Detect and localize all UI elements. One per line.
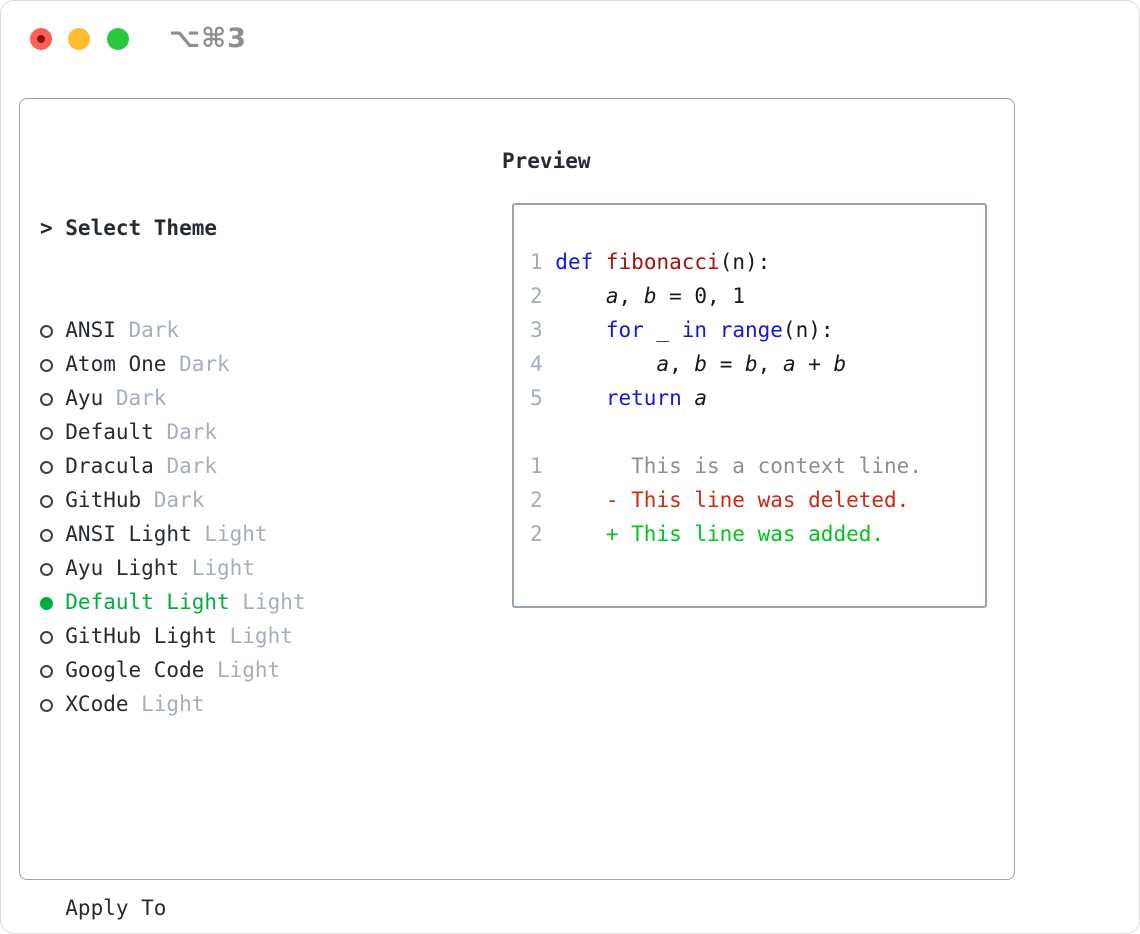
theme-name: Dracula (65, 454, 154, 478)
diff-text: This is a context line. (542, 454, 922, 478)
theme-variant: Dark (103, 386, 167, 410)
code-block: 1 def fibonacci(n): 2 a, b = 0, 1 3 for _ … (514, 245, 985, 551)
theme-variant: Light (128, 692, 205, 716)
theme-name: GitHub Light (65, 624, 217, 648)
theme-name: Default (65, 420, 154, 444)
radio-icon (40, 563, 53, 576)
keyboard-shortcut-label: ⌥⌘3 (169, 23, 247, 54)
theme-option-github[interactable]: GitHub Dark (40, 483, 394, 517)
line-number: 1 (530, 454, 543, 478)
line-number: 3 (530, 318, 556, 342)
radio-icon (40, 529, 53, 542)
theme-option-google-code[interactable]: Google Code Light (40, 653, 394, 687)
theme-variant: Light (191, 522, 268, 546)
radio-icon (40, 699, 53, 712)
radio-icon (40, 427, 53, 440)
theme-variant: Dark (166, 352, 230, 376)
line-number: 2 (530, 522, 543, 546)
code-line: 2 a, b = 0, 1 (530, 284, 745, 308)
code-line: 1 def fibonacci(n): (530, 250, 771, 274)
code-line: 4 a, b = b, a + b (530, 352, 847, 376)
code-line: 3 for _ in range(n): (530, 318, 834, 342)
theme-option-ansi[interactable]: ANSI Dark (40, 313, 394, 347)
radio-icon (40, 461, 53, 474)
spacer (40, 789, 394, 823)
theme-variant: Light (179, 556, 255, 580)
radio-icon (40, 393, 53, 406)
spacer (530, 415, 985, 449)
radio-icon (40, 325, 53, 338)
theme-name: Google Code (65, 658, 205, 682)
theme-option-ayu-light[interactable]: Ayu Light Light (40, 551, 394, 585)
theme-variant: Dark (153, 420, 218, 444)
theme-name: Atom One (65, 352, 167, 376)
theme-name: ANSI (65, 318, 116, 342)
theme-variant: Light (217, 624, 293, 648)
radio-icon (40, 631, 53, 644)
radio-icon (40, 359, 53, 372)
close-dot-icon (37, 35, 45, 43)
preview-title: Preview (502, 149, 591, 173)
minimize-button[interactable] (68, 28, 90, 50)
line-number: 1 (530, 250, 556, 274)
theme-option-xcode[interactable]: XCode Light (40, 687, 394, 721)
code-line: 5 return a (530, 386, 708, 410)
theme-name: ANSI Light (65, 522, 192, 546)
theme-option-default[interactable]: Default Dark (40, 415, 394, 449)
line-number: 2 (530, 488, 543, 512)
theme-option-default-light[interactable]: Default Light Light (40, 585, 394, 619)
prompt-cursor-icon: > (40, 216, 53, 240)
radio-icon (40, 495, 53, 508)
theme-variant: Light (229, 590, 306, 614)
line-number: 4 (530, 352, 556, 376)
theme-name: Ayu Light (65, 556, 180, 580)
theme-name: XCode (65, 692, 129, 716)
theme-variant: Light (204, 658, 281, 682)
diff-text: - This line was deleted. (542, 488, 910, 512)
close-button[interactable] (30, 28, 52, 50)
diff-line-deleted: 2 - This line was deleted. (530, 483, 985, 517)
select-theme-title: Select Theme (65, 216, 217, 240)
line-number: 2 (530, 284, 556, 308)
preview-box: 1 def fibonacci(n): 2 a, b = 0, 1 3 for _ … (512, 203, 987, 608)
theme-name: Ayu (65, 386, 104, 410)
theme-variant: Dark (141, 488, 205, 512)
diff-line-context: 1 This is a context line. (530, 449, 985, 483)
theme-option-atom-one[interactable]: Atom One Dark (40, 347, 394, 381)
apply-to-title: Apply To (65, 896, 167, 920)
radio-icon (40, 665, 53, 678)
diff-text: + This line was added. (542, 522, 885, 546)
theme-variant: Dark (153, 454, 218, 478)
theme-name: Default Light (65, 590, 230, 614)
theme-option-dracula[interactable]: Dracula Dark (40, 449, 394, 483)
theme-option-ayu[interactable]: Ayu Dark (40, 381, 394, 415)
radio-selected-icon (40, 597, 53, 610)
theme-variant: Dark (115, 318, 180, 342)
maximize-button[interactable] (107, 28, 129, 50)
diff-line-added: 2 + This line was added. (530, 517, 985, 551)
theme-option-ansi-light[interactable]: ANSI Light Light (40, 517, 394, 551)
select-theme-header: > Select Theme (40, 211, 394, 245)
line-number: 5 (530, 386, 556, 410)
apply-to-header: Apply To (40, 891, 394, 925)
theme-name: GitHub (65, 488, 142, 512)
theme-option-github-light[interactable]: GitHub Light Light (40, 619, 394, 653)
